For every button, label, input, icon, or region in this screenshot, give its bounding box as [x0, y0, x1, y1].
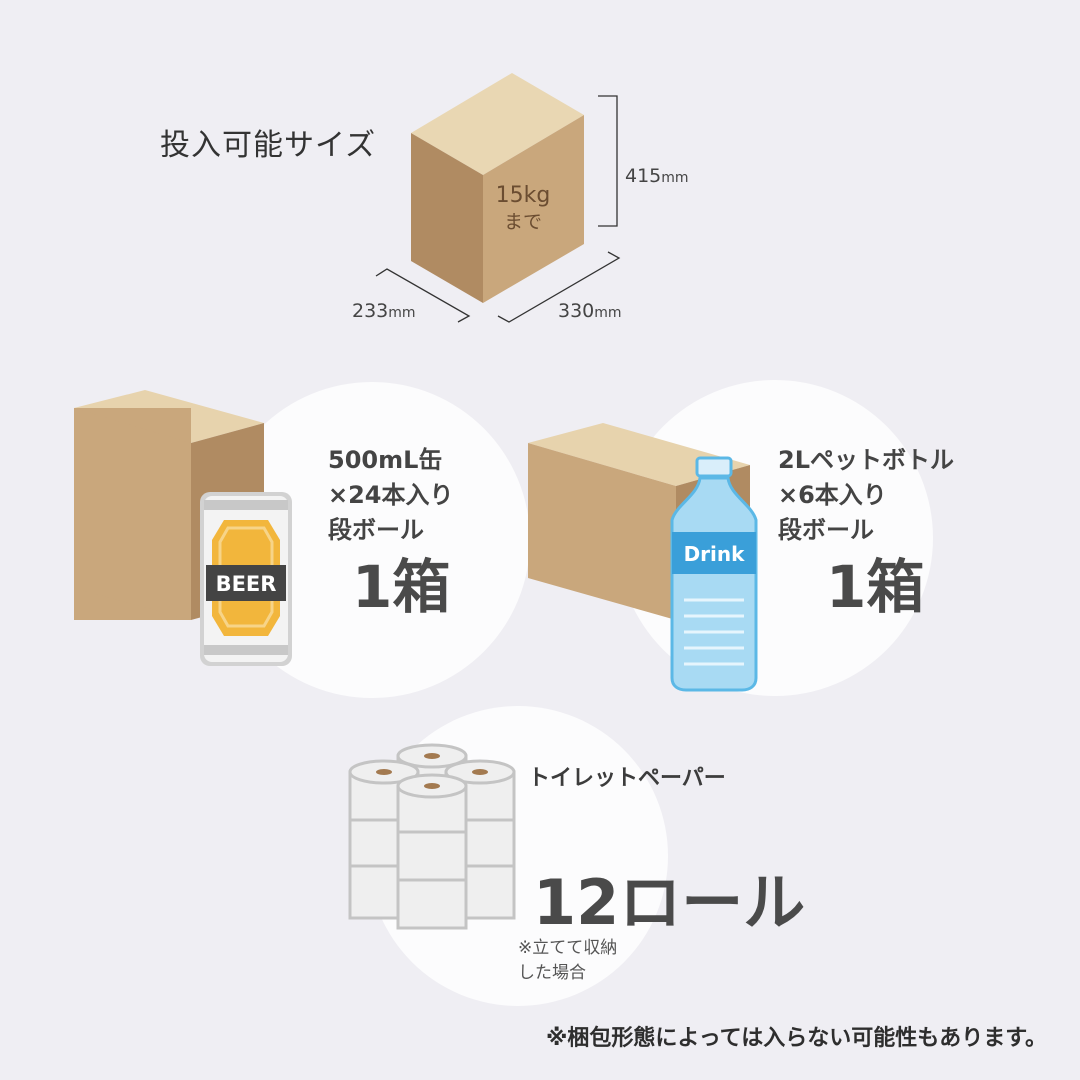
- cardboard-box-icon: [411, 73, 584, 303]
- depth-value: 233: [352, 300, 389, 322]
- toilet-paper-rolls-icon: [348, 743, 516, 930]
- drink-line3: 段ボール: [778, 516, 874, 544]
- width-dimension-label: 330mm: [558, 300, 622, 322]
- weight-value: 15kg: [495, 183, 551, 208]
- water-bottle-icon: [670, 456, 758, 692]
- drink-description: 2Lペットボトル ×6本入り 段ボール: [778, 443, 954, 548]
- drink-count: 1箱: [826, 553, 925, 621]
- toilet-paper-note-line2: した場合: [518, 963, 586, 983]
- drink-line1: 2Lペットボトル: [778, 446, 954, 474]
- toilet-paper-title: トイレットペーパー: [528, 766, 726, 791]
- toilet-paper-note: ※立てて収納 した場合: [518, 936, 617, 986]
- disclaimer-footnote: ※梱包形態によっては入らない可能性もあります。: [546, 1026, 1047, 1051]
- beer-line2: ×24本入り: [328, 481, 454, 509]
- dimension-lines: [375, 95, 621, 323]
- beer-circle: [214, 382, 530, 698]
- depth-unit: mm: [388, 305, 416, 321]
- beer-description: 500mL缶 ×24本入り 段ボール: [328, 443, 454, 548]
- beer-line3: 段ボール: [328, 516, 424, 544]
- weight-suffix: まで: [503, 211, 542, 233]
- height-value: 415: [625, 165, 662, 187]
- depth-dimension-label: 233mm: [352, 300, 416, 322]
- width-unit: mm: [594, 305, 622, 321]
- beer-line1: 500mL缶: [328, 446, 443, 474]
- bottle-label: Drink: [684, 542, 746, 566]
- drink-line2: ×6本入り: [778, 481, 887, 509]
- weight-limit-label: 15kg まで: [478, 183, 568, 235]
- roll-cores: [376, 753, 488, 789]
- beer-count: 1箱: [352, 553, 451, 621]
- width-value: 330: [558, 300, 595, 322]
- beer-can-label: BEER: [216, 572, 277, 596]
- beer-can-icon: [200, 492, 292, 666]
- toilet-paper-count: 12ロール: [533, 866, 806, 939]
- page-title: 投入可能サイズ: [160, 128, 377, 163]
- toilet-paper-note-line1: ※立てて収納: [518, 938, 618, 958]
- height-dimension-label: 415mm: [625, 165, 689, 187]
- height-unit: mm: [661, 170, 689, 186]
